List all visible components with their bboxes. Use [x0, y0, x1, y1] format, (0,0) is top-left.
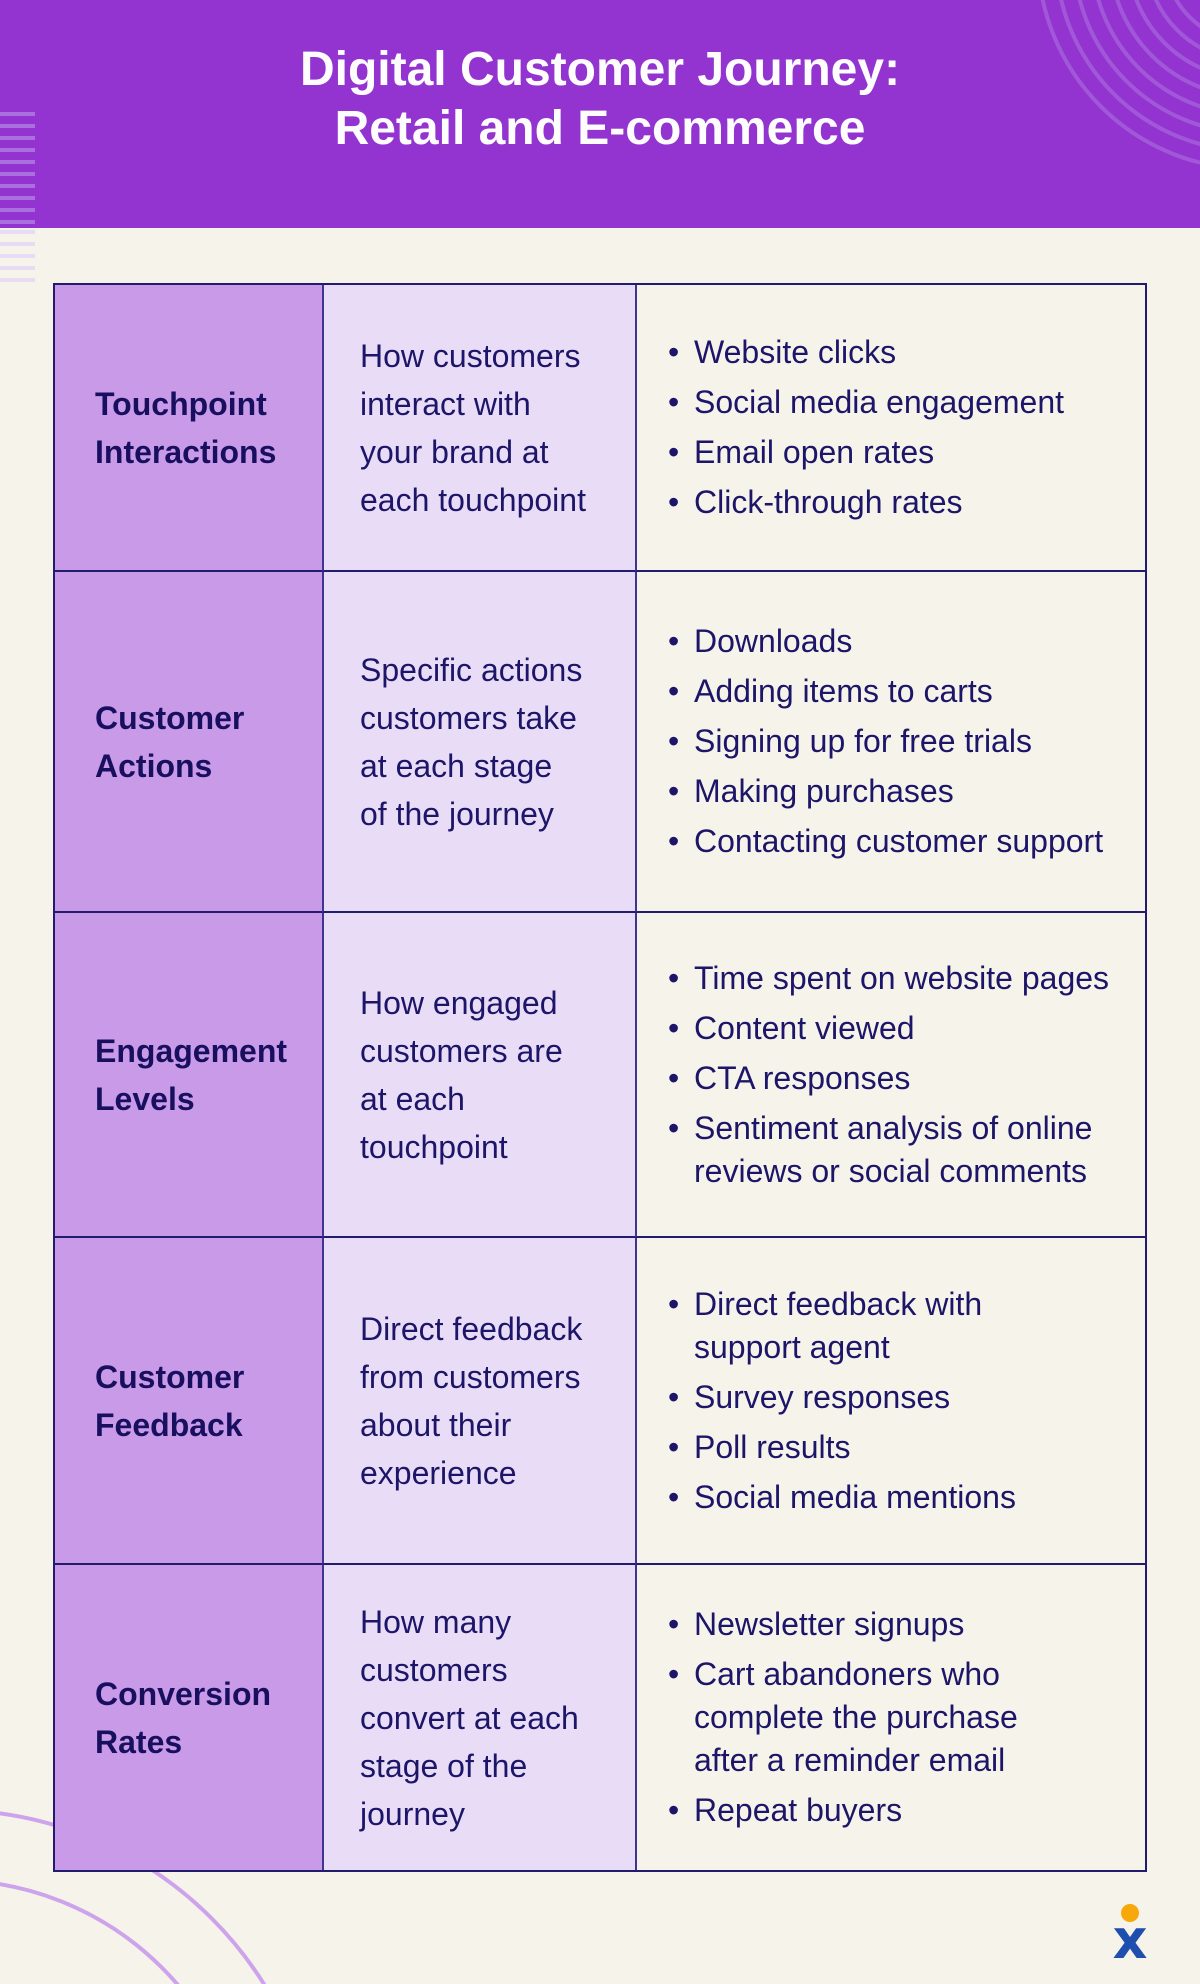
- stripe-pattern-light-icon: [0, 230, 35, 282]
- bullet-item: Newsletter signups: [668, 1603, 1137, 1646]
- logo-x-icon: x: [1112, 1908, 1148, 1971]
- table-row-bullets-cell: Time spent on website pagesContent viewe…: [635, 913, 1145, 1238]
- page-header: Digital Customer Journey: Retail and E-co…: [0, 0, 1200, 228]
- page-title-line1: Digital Customer Journey:: [299, 43, 901, 96]
- row-label: Customer Actions: [95, 699, 245, 784]
- bullet-item: CTA responses: [668, 1057, 1137, 1100]
- page-title-line2: Retail and E-commerce: [334, 102, 866, 155]
- bullet-item: Contacting customer support: [668, 820, 1137, 863]
- table-row-label-cell: Conversion Rates: [55, 1565, 322, 1870]
- bullet-item: Signing up for free trials: [668, 720, 1137, 763]
- bullet-item: Poll results: [668, 1426, 1137, 1469]
- table-row-description-cell: How customers interact with your brand a…: [322, 285, 635, 572]
- bullet-item: Making purchases: [668, 770, 1137, 813]
- row-label: Customer Feedback: [95, 1358, 245, 1443]
- bullet-item: Content viewed: [668, 1007, 1137, 1050]
- table-row-label-cell: Customer Feedback: [55, 1238, 322, 1565]
- table-row-label-cell: Touchpoint Interactions: [55, 285, 322, 572]
- logo-dot-icon: [1121, 1904, 1139, 1922]
- page-title: Digital Customer Journey: Retail and E-co…: [0, 0, 1200, 158]
- row-label: Touchpoint Interactions: [95, 385, 277, 470]
- row-bullet-list: Website clicksSocial media engagementEma…: [637, 324, 1145, 531]
- table-row-description-cell: Direct feedback from customers about the…: [322, 1238, 635, 1565]
- row-bullet-list: Newsletter signupsCart abandoners who co…: [637, 1596, 1145, 1839]
- bullet-item: Time spent on website pages: [668, 957, 1137, 1000]
- row-label: Engagement Levels: [95, 1032, 288, 1117]
- bullet-item: Website clicks: [668, 331, 1137, 374]
- row-bullet-list: Direct feedback with support agentSurvey…: [637, 1276, 1145, 1526]
- brand-logo: x: [1108, 1904, 1152, 1971]
- row-description: Direct feedback from customers about the…: [360, 1310, 583, 1491]
- row-bullet-list: Time spent on website pagesContent viewe…: [637, 950, 1145, 1200]
- stripe-pattern-icon: [0, 112, 35, 228]
- row-bullet-list: DownloadsAdding items to cartsSigning up…: [637, 613, 1145, 870]
- bullet-item: Repeat buyers: [668, 1789, 1137, 1832]
- table-row-description-cell: How many customers convert at each stage…: [322, 1565, 635, 1870]
- bullet-item: Social media engagement: [668, 381, 1137, 424]
- bullet-item: Social media mentions: [668, 1476, 1137, 1519]
- bullet-item: Cart abandoners who complete the purchas…: [668, 1653, 1137, 1782]
- table-row-label-cell: Engagement Levels: [55, 913, 322, 1238]
- bullet-item: Email open rates: [668, 431, 1137, 474]
- bullet-item: Direct feedback with support agent: [668, 1283, 1137, 1369]
- bullet-item: Survey responses: [668, 1376, 1137, 1419]
- table-row-bullets-cell: DownloadsAdding items to cartsSigning up…: [635, 572, 1145, 913]
- bullet-item: Sentiment analysis of online reviews or …: [668, 1107, 1137, 1193]
- bullet-item: Adding items to carts: [668, 670, 1137, 713]
- row-description: How many customers convert at each stage…: [360, 1603, 579, 1832]
- row-description: Specific actions customers take at each …: [360, 651, 583, 832]
- row-description: How engaged customers are at each touchp…: [360, 984, 563, 1165]
- table-row-description-cell: How engaged customers are at each touchp…: [322, 913, 635, 1238]
- table-row-bullets-cell: Direct feedback with support agentSurvey…: [635, 1238, 1145, 1565]
- journey-table: Touchpoint Interactions How customers in…: [53, 283, 1147, 1872]
- table-row-bullets-cell: Website clicksSocial media engagementEma…: [635, 285, 1145, 572]
- row-label: Conversion Rates: [95, 1675, 272, 1760]
- table-row-description-cell: Specific actions customers take at each …: [322, 572, 635, 913]
- table-row-bullets-cell: Newsletter signupsCart abandoners who co…: [635, 1565, 1145, 1870]
- table-row-label-cell: Customer Actions: [55, 572, 322, 913]
- bullet-item: Click-through rates: [668, 481, 1137, 524]
- row-description: How customers interact with your brand a…: [360, 337, 586, 518]
- bullet-item: Downloads: [668, 620, 1137, 663]
